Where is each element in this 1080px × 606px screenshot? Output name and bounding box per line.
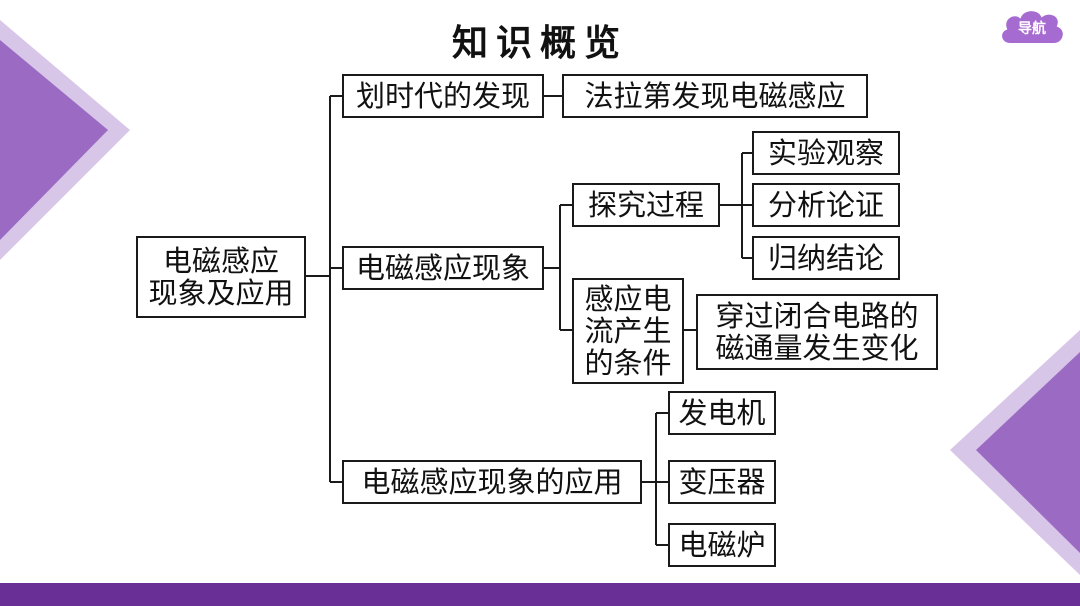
node-analysis-argument: 分析论证 (752, 183, 900, 227)
bottom-bar (0, 583, 1080, 606)
node-experiment-observation: 实验观察 (752, 131, 900, 175)
nav-button[interactable]: 导航 (996, 4, 1068, 54)
node-explore-process: 探究过程 (572, 183, 720, 227)
root-node: 电磁感应 现象及应用 (136, 236, 306, 318)
cloud-icon (1000, 9, 1065, 45)
root-node-label: 电磁感应 现象及应用 (148, 244, 294, 310)
page-title: 知识概览 (451, 23, 628, 64)
node-generator: 发电机 (668, 391, 776, 435)
node-flux-change-label: 穿过闭合电路的 磁通量发生变化 (715, 299, 919, 365)
node-flux-change: 穿过闭合电路的 磁通量发生变化 (696, 294, 938, 370)
node-current-condition: 感应电 流产生 的条件 (572, 278, 684, 384)
node-major-discovery: 划时代的发现 (342, 74, 544, 118)
node-transformer: 变压器 (668, 460, 776, 504)
node-induction-conclusion: 归纳结论 (752, 236, 900, 280)
node-current-condition-label: 感应电 流产生 的条件 (584, 282, 672, 380)
node-applications: 电磁感应现象的应用 (342, 460, 642, 504)
nav-label: 导航 (1018, 21, 1046, 37)
node-faraday: 法拉第发现电磁感应 (562, 74, 868, 118)
node-em-induction-phenomenon: 电磁感应现象 (342, 246, 544, 290)
node-induction-cooker: 电磁炉 (668, 523, 776, 567)
